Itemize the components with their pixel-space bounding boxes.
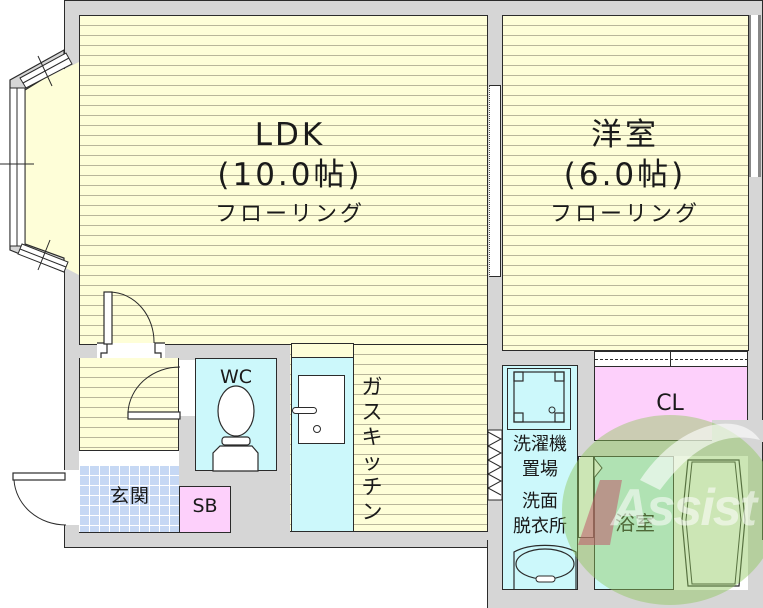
sliding-door-ldk-western[interactable] xyxy=(489,85,501,277)
watermark-text: Assist xyxy=(610,479,757,537)
washroom-label-1: 洗面 xyxy=(522,491,558,512)
ldk-size: (10.0帖) xyxy=(217,157,363,193)
ldk-room xyxy=(79,15,488,345)
laundry-pan xyxy=(507,368,571,430)
shoe-box xyxy=(179,486,231,533)
closet-door-divider xyxy=(670,351,671,366)
bathroom-label: 浴室 xyxy=(615,511,655,535)
western-window xyxy=(749,15,761,177)
entrance-label: 玄関 xyxy=(109,485,150,507)
ldk-flooring: フローリング xyxy=(214,202,365,227)
ldk-name: LDK xyxy=(254,117,326,153)
drain-icon xyxy=(313,425,321,433)
faucet-icon xyxy=(292,407,317,414)
shoe-box-label: SB xyxy=(192,495,218,517)
closet-label: CL xyxy=(656,391,684,416)
western-name: 洋室 xyxy=(591,117,659,153)
laundry-label-1: 洗濯機 xyxy=(513,434,567,455)
closet-door-track xyxy=(595,359,748,360)
western-flooring: フローリング xyxy=(549,202,700,227)
kitchen-label: ガスキッチン xyxy=(361,375,383,524)
entrance xyxy=(79,465,179,533)
laundry-label-2: 置場 xyxy=(522,459,558,480)
hallway-step xyxy=(79,450,179,466)
western-room xyxy=(502,15,749,351)
washroom-label-2: 脱衣所 xyxy=(513,516,567,537)
wc-label: WC xyxy=(219,366,253,388)
western-size: (6.0帖) xyxy=(563,157,687,193)
closet-door[interactable] xyxy=(594,351,748,366)
